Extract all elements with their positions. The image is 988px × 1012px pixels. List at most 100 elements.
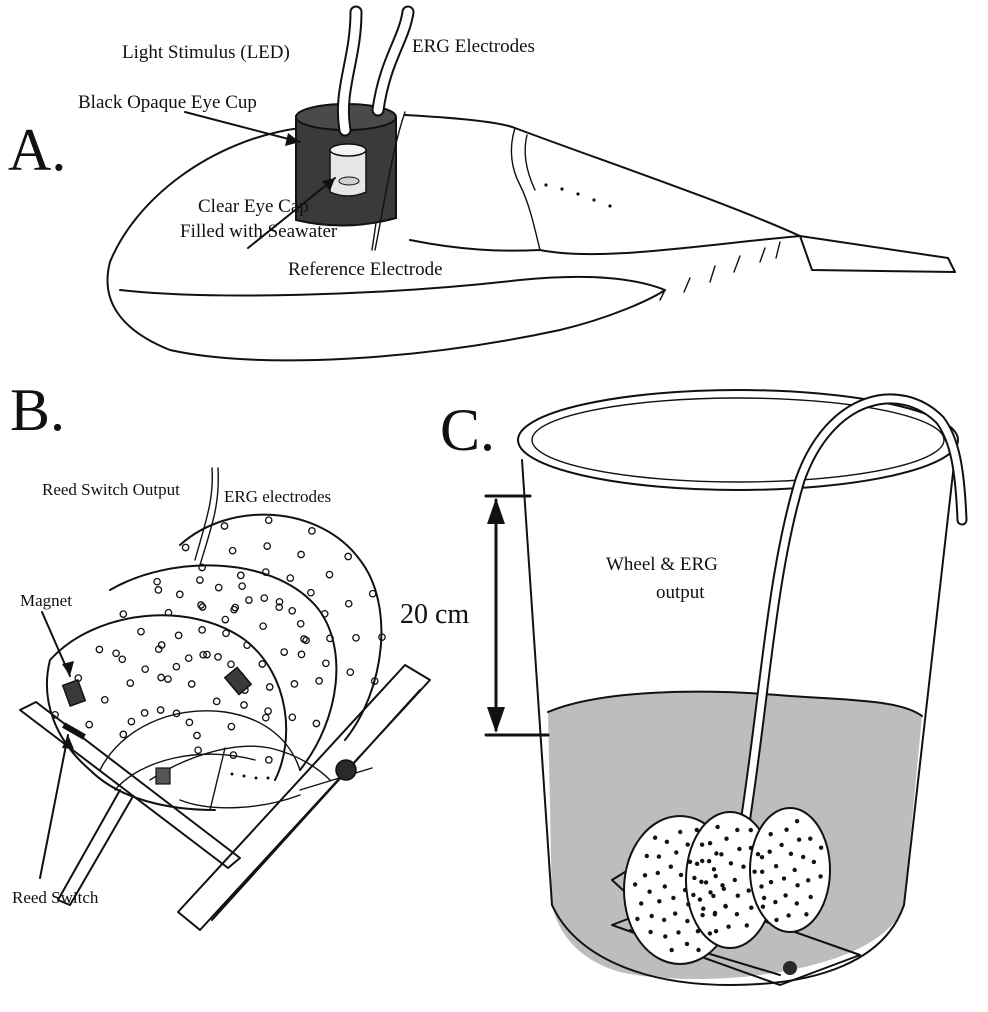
perforation-dot bbox=[773, 900, 777, 904]
panel-a: A. bbox=[8, 12, 955, 360]
crab-telson bbox=[800, 236, 955, 272]
perforation-hole bbox=[155, 587, 161, 593]
perforation-dot bbox=[809, 895, 813, 899]
panel-b-letter: B. bbox=[10, 377, 65, 443]
perforation-hole bbox=[263, 715, 269, 721]
perforation-hole bbox=[222, 616, 228, 622]
pivot-bar bbox=[20, 702, 240, 868]
perforation-hole bbox=[128, 718, 134, 724]
perforation-hole bbox=[138, 628, 144, 634]
perforation-hole bbox=[199, 627, 205, 633]
perforation-dot bbox=[749, 828, 753, 832]
perforation-dot bbox=[708, 890, 712, 894]
perforation-dot bbox=[696, 929, 700, 933]
label-output-line1: Wheel & ERG bbox=[606, 554, 718, 575]
reed-switch-output-cable bbox=[195, 468, 218, 565]
perforation-dot bbox=[663, 884, 667, 888]
perforation-dot bbox=[761, 905, 765, 909]
panel-c-letter: C. bbox=[440, 397, 495, 463]
perforation-hole bbox=[231, 607, 237, 613]
clear-eye-cap bbox=[330, 144, 366, 196]
label-erg-electrodes-a: ERG Electrodes bbox=[412, 36, 535, 57]
perforation-hole bbox=[345, 553, 351, 559]
perforation-hole bbox=[239, 583, 245, 589]
perforation-dot bbox=[695, 862, 699, 866]
perforation-hole bbox=[291, 681, 297, 687]
perforation-dot bbox=[645, 854, 649, 858]
perforation-hole bbox=[221, 523, 227, 529]
wheel-perforations bbox=[52, 517, 385, 763]
perforation-hole bbox=[326, 571, 332, 577]
perforation-dot bbox=[779, 843, 783, 847]
perforation-dot bbox=[695, 828, 699, 832]
perforation-dot bbox=[784, 828, 788, 832]
perforation-dot bbox=[722, 887, 726, 891]
perforation-dot bbox=[818, 874, 822, 878]
perforation-hole bbox=[158, 674, 164, 680]
perforation-dot bbox=[759, 884, 763, 888]
label-output-line2: output bbox=[656, 582, 705, 603]
bucket-rim-inner bbox=[532, 398, 944, 482]
perforation-hole bbox=[173, 664, 179, 670]
perforation-dot bbox=[819, 846, 823, 850]
label-eye-cap-line1: Clear Eye Cap bbox=[198, 196, 309, 217]
perforation-dot bbox=[685, 942, 689, 946]
perforation-dot bbox=[669, 865, 673, 869]
label-reed-switch-output: Reed Switch Output bbox=[42, 480, 180, 499]
reed-switch-body bbox=[62, 722, 86, 739]
perforation-hole bbox=[261, 595, 267, 601]
perforation-hole bbox=[281, 649, 287, 655]
perforation-hole bbox=[313, 720, 319, 726]
perforation-hole bbox=[119, 656, 125, 662]
perforation-dot bbox=[735, 912, 739, 916]
perforation-dot bbox=[679, 873, 683, 877]
perforation-dot bbox=[639, 901, 643, 905]
perforation-dot bbox=[698, 897, 702, 901]
perforation-dot bbox=[795, 883, 799, 887]
perforation-hole bbox=[289, 714, 295, 720]
perforation-hole bbox=[298, 621, 304, 627]
perforation-hole bbox=[309, 528, 315, 534]
perforation-dot bbox=[749, 906, 753, 910]
perforation-hole bbox=[266, 757, 272, 763]
perforation-hole bbox=[177, 591, 183, 597]
bucket-wall-left bbox=[522, 460, 552, 905]
perforation-dot bbox=[714, 874, 718, 878]
perforation-dot bbox=[733, 878, 737, 882]
perforation-dot bbox=[707, 859, 711, 863]
perforation-hole bbox=[229, 548, 235, 554]
perforation-dot bbox=[700, 859, 704, 863]
perforation-dot bbox=[769, 832, 773, 836]
perforation-dot bbox=[804, 912, 808, 916]
perforation-dot bbox=[714, 929, 718, 933]
perforation-hole bbox=[182, 544, 188, 550]
bucket-rim bbox=[518, 390, 958, 490]
perforation-dot bbox=[726, 925, 730, 929]
perforation-dot bbox=[700, 913, 704, 917]
perforation-dot bbox=[656, 871, 660, 875]
perforation-hole bbox=[186, 719, 192, 725]
perforation-hole bbox=[142, 666, 148, 672]
perforation-dot bbox=[700, 843, 704, 847]
perforation-dot bbox=[735, 828, 739, 832]
panel-a-letter: A. bbox=[8, 117, 66, 183]
perforation-dot bbox=[806, 878, 810, 882]
perforation-hole bbox=[86, 721, 92, 727]
perforation-dot bbox=[714, 851, 718, 855]
perforation-dot bbox=[683, 888, 687, 892]
erg-electrode-cable-inner bbox=[378, 12, 408, 110]
perforation-hole bbox=[264, 543, 270, 549]
perforation-dot bbox=[711, 894, 715, 898]
crab-dots bbox=[544, 183, 611, 207]
perforation-dot bbox=[786, 913, 790, 917]
perforation-dot bbox=[760, 855, 764, 859]
perforation-hole bbox=[246, 597, 252, 603]
bucket-wall-right bbox=[904, 455, 955, 905]
bucket-wheel-hub bbox=[783, 961, 797, 975]
perforation-dot bbox=[635, 917, 639, 921]
perforation-hole bbox=[353, 635, 359, 641]
label-reed-switch: Reed Switch bbox=[12, 888, 99, 907]
perforation-dot bbox=[760, 870, 764, 874]
perforation-dot bbox=[795, 819, 799, 823]
